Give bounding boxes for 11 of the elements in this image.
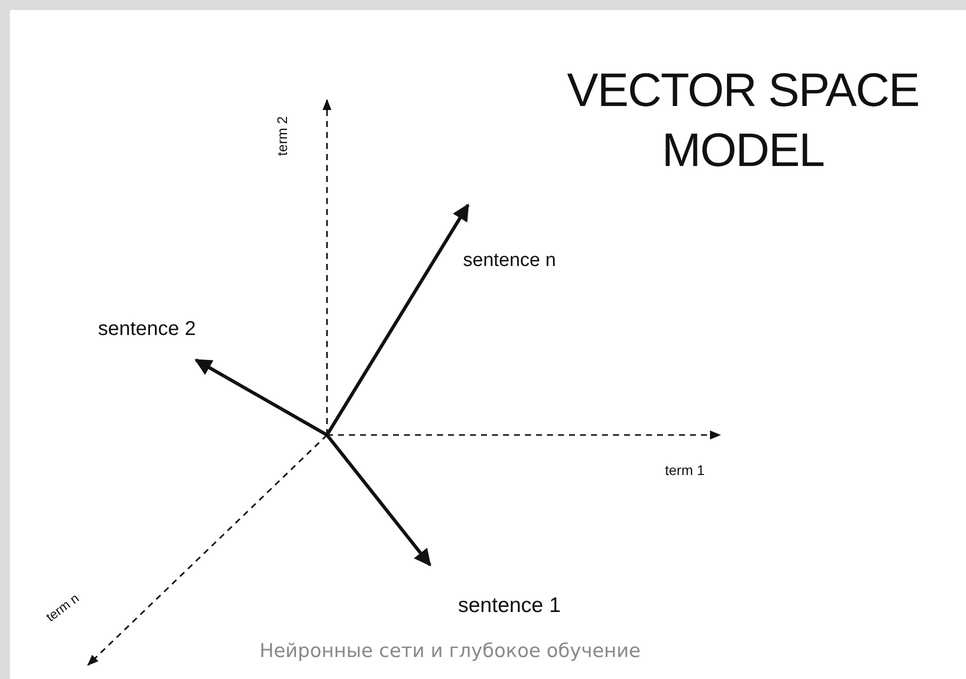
vector-label: sentence 1 <box>458 594 561 618</box>
vector-arrow <box>194 358 328 436</box>
axis-label: term 2 <box>274 116 290 156</box>
title: VECTOR SPACE MODEL <box>566 62 920 178</box>
vector-label: sentence 2 <box>98 318 196 341</box>
axis-label: term n <box>43 590 82 625</box>
vector-arrow <box>326 204 470 436</box>
vector-arrow <box>326 434 432 566</box>
caption: Нейронные сети и глубокое обучение <box>258 640 642 662</box>
vector-label: sentence n <box>463 250 556 272</box>
axis-label: term 1 <box>665 462 705 478</box>
